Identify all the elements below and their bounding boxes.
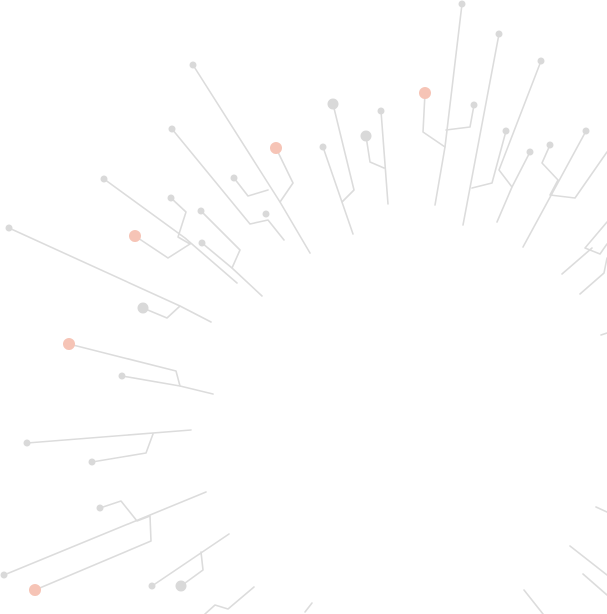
circuit-trace <box>541 144 607 199</box>
node-dot <box>495 30 503 38</box>
circuit-trace <box>275 147 294 203</box>
node-dot <box>96 504 104 512</box>
circuit-trace <box>422 92 446 206</box>
circuit-trace <box>170 197 191 245</box>
node-dot <box>167 194 175 202</box>
circuit-trace <box>523 589 544 614</box>
circuit-trace <box>561 247 593 275</box>
node-dot <box>23 439 31 447</box>
circuit-trace <box>3 491 207 576</box>
node-dot <box>175 580 187 592</box>
circuit-trace <box>445 104 475 131</box>
node-dot <box>502 127 510 135</box>
circuit-trace <box>91 433 154 463</box>
accent-node-dot <box>63 338 75 350</box>
circuit-trace <box>471 130 507 189</box>
accent-node-dot <box>29 584 41 596</box>
node-dot <box>0 571 8 579</box>
node-dot <box>189 61 197 69</box>
node-dot <box>377 107 385 115</box>
circuit-trace <box>180 551 204 587</box>
circuit-trace <box>579 257 607 295</box>
accent-node-dot <box>419 87 431 99</box>
node-dot <box>546 141 554 149</box>
node-dot <box>327 98 339 110</box>
circuit-trace <box>462 33 500 226</box>
circuit-trace <box>26 429 192 444</box>
circuit-trace <box>600 332 607 336</box>
circuit-trace <box>496 60 542 223</box>
circuit-trace <box>233 177 269 197</box>
node-dot <box>118 372 126 380</box>
node-dot <box>526 148 534 156</box>
node-dot <box>262 210 270 218</box>
node-dot <box>230 174 238 182</box>
circuit-trace <box>522 130 587 248</box>
circuit-trace <box>68 343 214 395</box>
accent-node-dot <box>129 230 141 242</box>
node-dot <box>470 101 478 109</box>
circuit-trace <box>192 64 311 254</box>
node-dot <box>148 582 156 590</box>
node-dot <box>5 224 13 232</box>
circuit-trace <box>151 533 230 587</box>
node-dot <box>458 0 466 8</box>
node-dot <box>198 239 206 247</box>
circuit-trace <box>444 3 463 148</box>
node-dot <box>197 207 205 215</box>
circuit-trace <box>200 210 263 297</box>
node-dot <box>319 143 327 151</box>
circuit-trace <box>34 500 152 591</box>
node-dot <box>88 458 96 466</box>
circuit-trace <box>171 128 285 241</box>
circuit-trace <box>121 375 181 387</box>
circuit-trace <box>511 151 531 188</box>
circuit-trace <box>103 178 238 284</box>
circuit-trace <box>201 242 233 269</box>
circuit-trace <box>582 573 607 596</box>
node-dot <box>137 302 149 314</box>
node-dot <box>582 127 590 135</box>
circuit-trace <box>569 545 607 576</box>
node-dot <box>100 175 108 183</box>
node-dot <box>168 125 176 133</box>
circuit-trace <box>8 227 212 323</box>
circuit-trace <box>380 110 389 205</box>
circuit-trace <box>584 221 607 255</box>
circuit-trace <box>304 602 313 613</box>
circuit-trace <box>332 103 355 203</box>
circuit-trace <box>595 506 607 513</box>
node-dot <box>537 57 545 65</box>
circuit-trace <box>142 305 181 319</box>
circuit-trace <box>134 235 191 259</box>
circuit-trace <box>322 146 354 235</box>
circuit-trace <box>204 586 255 614</box>
circuit-trace <box>365 135 385 169</box>
node-dot <box>360 130 372 142</box>
accent-node-dot <box>270 142 282 154</box>
